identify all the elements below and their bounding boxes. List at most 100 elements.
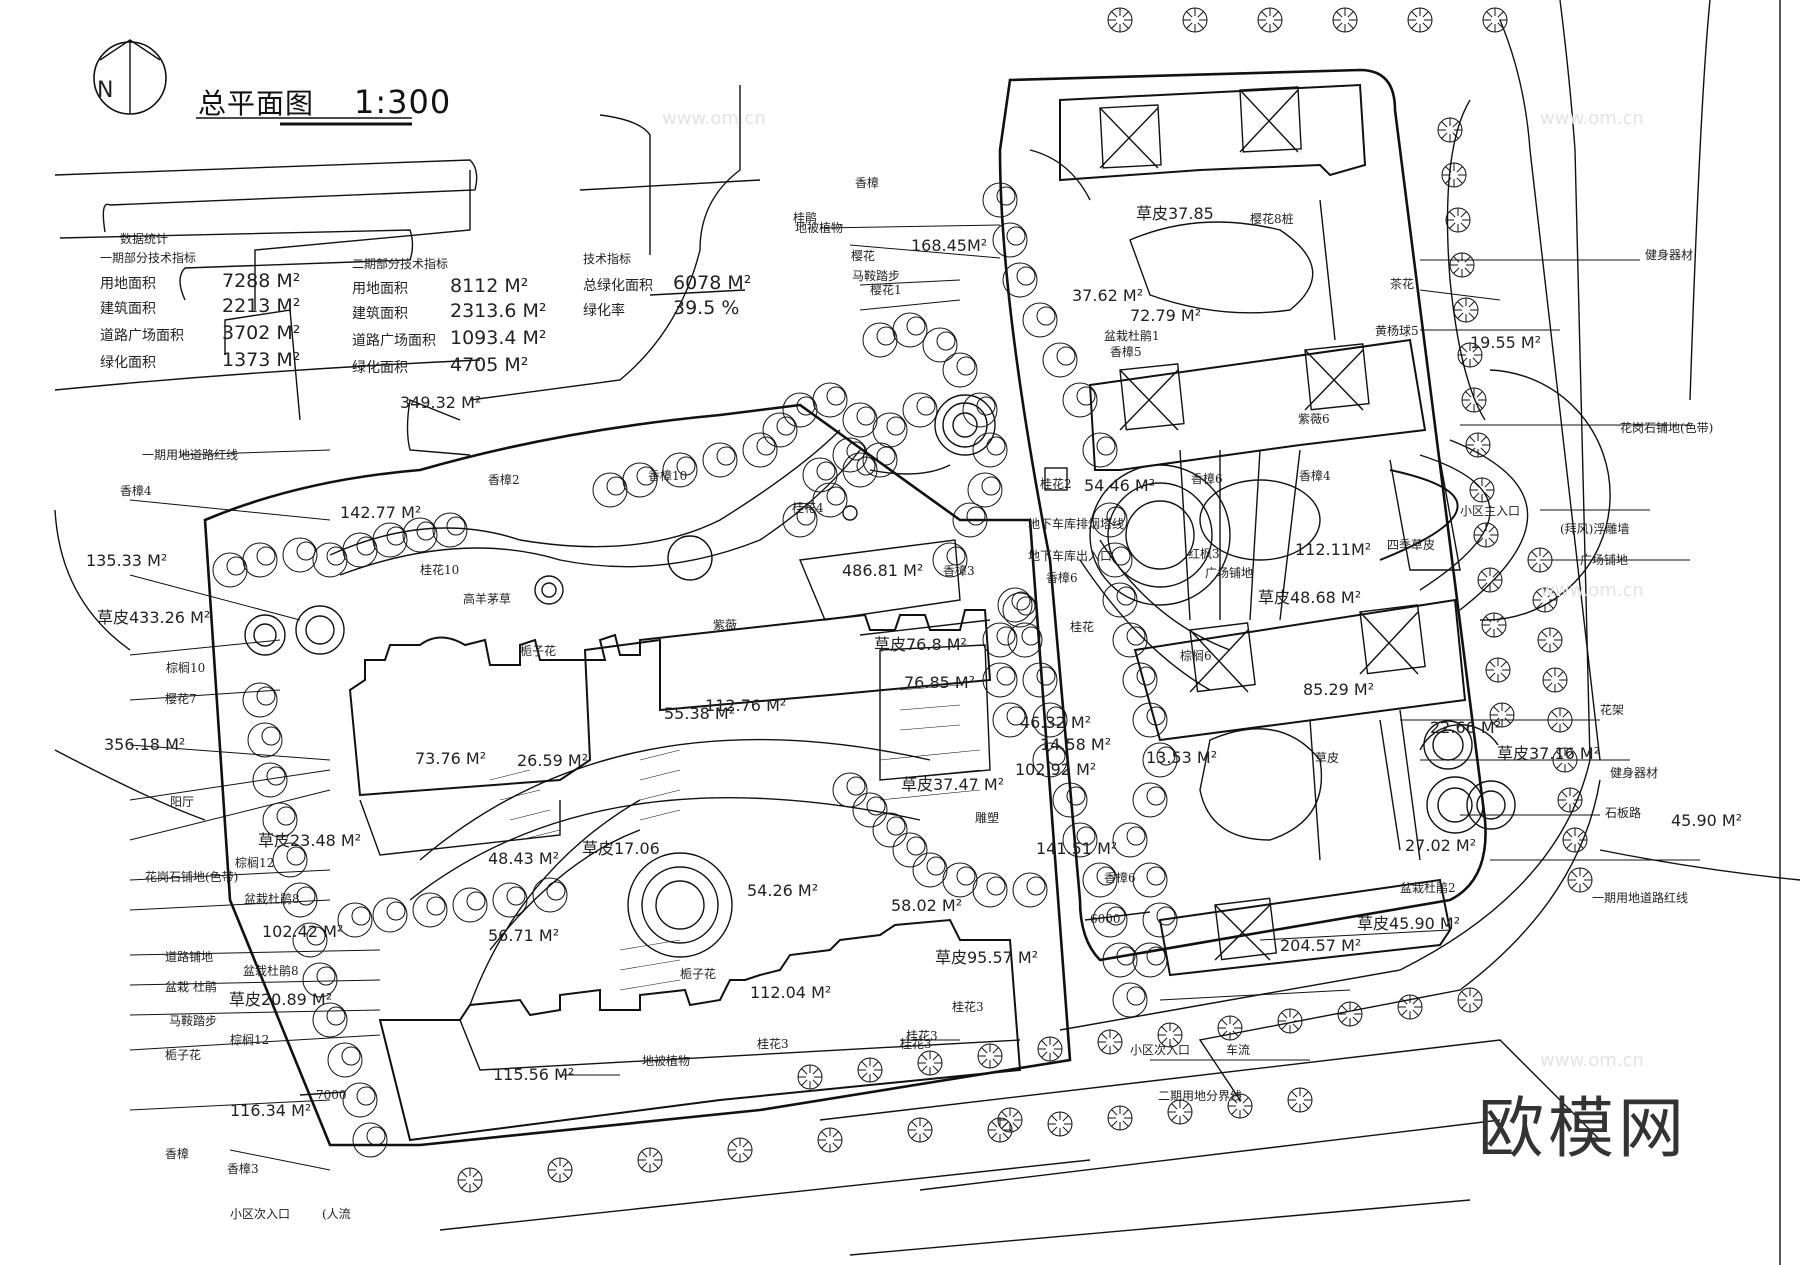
phase1-value-3: 1373 M² [222,349,301,371]
tree-icon [716,446,736,466]
street-tree-icon [1461,387,1487,413]
tree-icon [302,962,338,998]
tree-icon [876,326,896,346]
street-tree-icon [917,1050,943,1076]
area-label: 142.77 M² [340,503,422,522]
tree-icon [1116,586,1136,606]
plant-label: 香樟6 [1046,571,1078,585]
phase2-label-2: 道路广场面积 [352,333,436,349]
street-tree-icon [1441,162,1467,188]
tree-icon [972,432,1008,468]
tree-icon [986,436,1006,456]
phase1-label-1: 建筑面积 [100,301,156,317]
tree-icon [261,726,281,746]
tree-icon [312,542,348,578]
area-label: 135.33 M² [86,551,168,570]
street-tree-icon [1257,7,1283,33]
tree-icon [1106,906,1126,926]
street-tree-icon [1477,567,1503,593]
plant-label: 地被植物 [795,221,844,235]
tree-icon [272,842,308,878]
tree-icon [372,897,408,933]
tree-icon [1046,746,1066,766]
street-tree-icon [817,1127,843,1153]
tree-icon [356,536,376,556]
watermark-logo: 欧模网 [1478,1090,1688,1167]
tree-icon [1132,862,1168,898]
tree-icon [872,812,908,848]
plant-label: 四季草皮 [1387,538,1436,552]
title-name: 总平面图 [198,87,315,120]
tree-icon [292,922,328,958]
tree-icon [862,322,898,358]
tree-icon [886,816,906,836]
street-tree-icon [727,1137,753,1163]
area-label: 草皮45.90 M² [1357,914,1461,933]
tree-icon [942,862,978,898]
tree-icon [876,446,896,466]
tree-icon [972,872,1008,908]
street-tree-icon [1182,7,1208,33]
tree-icon [1032,702,1068,738]
tree-icon [492,882,528,918]
area-label: 204.57 M² [1280,936,1362,955]
plant-label: 马鞍踏步 [852,269,901,283]
tree-icon [1156,906,1176,926]
area-label: 116.34 M² [230,1101,312,1120]
plant-label: 盆栽杜鹃8 [243,964,299,978]
plant-label: 栀子花 [520,644,557,658]
plant-label: 雕塑 [975,811,1000,825]
street-tree-icon [1157,1022,1183,1048]
plant-label: 广场铺地 [1205,566,1254,580]
tree-icon [1011,591,1031,611]
tree-icon [912,852,948,888]
area-label: 85.29 M² [1303,680,1375,699]
plant-label: 栀子花 [680,967,717,981]
tree-icon [1042,342,1078,378]
tree-icon [976,396,996,416]
area-label: 73.76 M² [415,749,487,768]
tree-icon [1102,942,1138,978]
street-tree-icon [857,1057,883,1083]
area-label: 141.51 M² [1036,839,1118,858]
tree-icon [1097,542,1133,578]
tree-icon [1112,982,1148,1018]
tree-icon [981,476,1001,496]
phase1-value-1: 2213 M² [222,295,301,317]
tree-icon [1056,346,1076,366]
tree-icon [1022,302,1058,338]
area-label: 112.04 M² [750,983,832,1002]
area-label: 46.32 M² [1020,713,1092,732]
tree-icon [282,882,318,918]
tree-icon [982,662,1018,698]
tree-icon [846,776,866,796]
tree-icon [872,412,908,448]
tree-icon [1092,902,1128,938]
street-tree-icon [457,1167,483,1193]
area-label: 76.85 M² [904,673,976,692]
street-tree-icon [1537,627,1563,653]
tree-icon [1082,862,1118,898]
tree-icon [816,461,836,481]
street-tree-icon [1287,1087,1313,1113]
plant-label: 香樟4 [120,484,152,498]
plant-label: 樱花1 [870,283,902,297]
tree-icon [796,506,816,526]
tree-icon [942,352,978,388]
area-label: 102.92 M² [1015,760,1097,779]
tree-icon [742,432,778,468]
tech-label-0: 总绿化面积 [583,278,653,294]
tree-icon [1076,386,1096,406]
plant-label: 茶花 [1390,277,1415,291]
plant-label: 地下车库排烟塔线 [1028,517,1125,531]
tree-icon [386,901,406,921]
tree-icon [1002,592,1038,628]
plant-label: 6000 [1090,912,1121,926]
tree-icon [316,966,336,986]
tree-icon [946,546,966,566]
area-label: 13.53 M² [1146,748,1218,767]
tree-icon [432,512,468,548]
area-label: 草皮76.8 M² [874,635,967,654]
area-label: 草皮37.47 M² [901,775,1005,794]
plant-label: 紫薇 [713,618,738,632]
